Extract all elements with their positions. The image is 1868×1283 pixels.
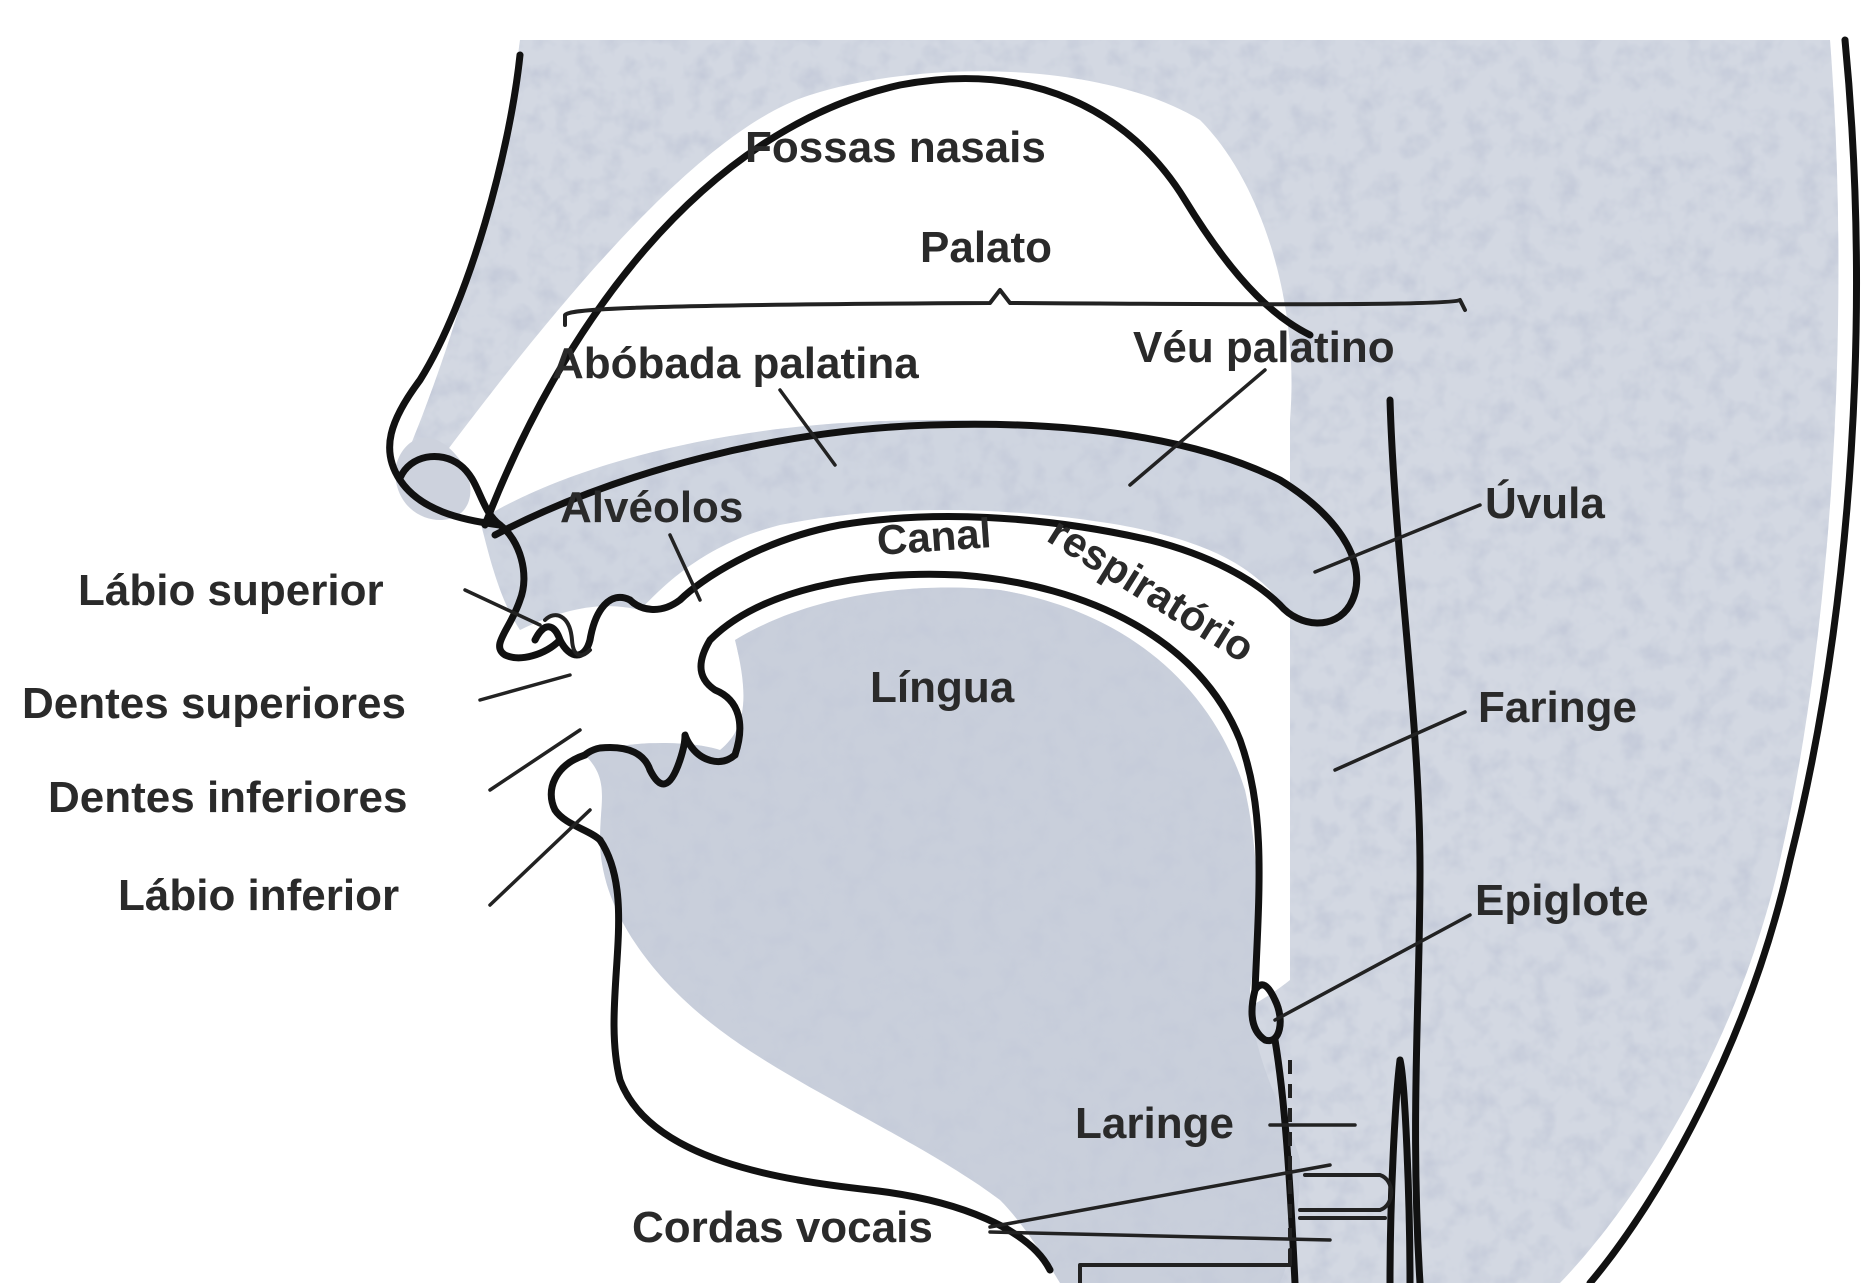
- label-palato: Palato: [920, 223, 1052, 272]
- label-alveolos: Alvéolos: [560, 483, 743, 532]
- label-uvula: Úvula: [1485, 478, 1605, 528]
- leader-dentes-superiores: [480, 675, 570, 700]
- label-epiglote: Epiglote: [1475, 876, 1649, 925]
- tissue-shading: [395, 40, 1838, 1283]
- lower-lip-outline: [551, 755, 600, 840]
- leader-dentes-inferiores: [490, 730, 580, 790]
- label-veu-palatino: Véu palatino: [1133, 323, 1395, 372]
- label-dentes-inferiores: Dentes inferiores: [48, 773, 407, 822]
- label-canal: Canal: [875, 509, 992, 564]
- label-cordas-vocais: Cordas vocais: [632, 1203, 933, 1252]
- label-labio-superior: Lábio superior: [78, 566, 384, 615]
- label-faringe: Faringe: [1478, 683, 1637, 732]
- label-labio-inferior: Lábio inferior: [118, 871, 399, 920]
- label-dentes-superiores: Dentes superiores: [22, 679, 406, 728]
- label-lingua: Língua: [870, 663, 1015, 712]
- label-laringe: Laringe: [1075, 1099, 1234, 1148]
- label-fossas-nasais: Fossas nasais: [745, 123, 1046, 172]
- leader-labio-inferior: [490, 810, 590, 905]
- label-abobada-palatina: Abóbada palatina: [552, 339, 919, 388]
